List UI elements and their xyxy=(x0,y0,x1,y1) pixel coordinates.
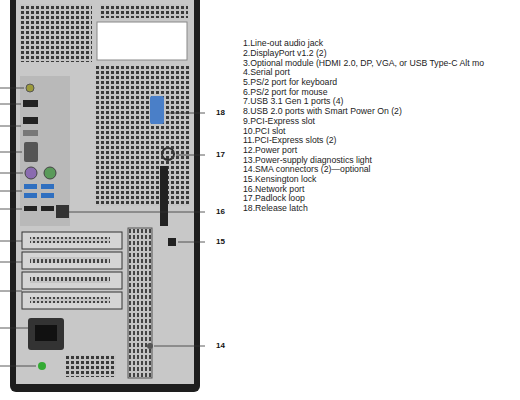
sma-connector xyxy=(147,343,153,349)
side-hardware xyxy=(162,148,174,160)
legend-item: 6.PS/2 port for mouse xyxy=(243,88,328,98)
expansion-slots xyxy=(30,237,110,243)
legend-item: 14.SMA connectors (2)—optional xyxy=(243,165,370,175)
callout-number: 17 xyxy=(216,151,225,160)
power-supply xyxy=(38,362,46,370)
legend-item: 15.Kensington lock xyxy=(243,175,316,185)
fan-grille xyxy=(96,66,190,206)
leader-line xyxy=(0,88,205,366)
expansion-slots xyxy=(30,257,110,263)
leader-line xyxy=(178,242,205,243)
port-panel xyxy=(24,142,38,162)
fan-grille xyxy=(96,66,190,206)
chassis xyxy=(16,0,194,384)
top-vents xyxy=(20,4,188,62)
top-vents xyxy=(97,22,187,60)
leader-line xyxy=(0,104,21,105)
side-hardware xyxy=(150,96,176,246)
port-panel xyxy=(41,184,54,189)
legend-item: 7.USB 3.1 Gen 1 ports (4) xyxy=(243,97,343,107)
port-panel xyxy=(24,193,37,198)
power-supply xyxy=(28,318,116,377)
leader-line xyxy=(176,155,205,156)
port-panel xyxy=(25,167,37,179)
legend-item: 8.USB 2.0 ports with Smart Power On (2) xyxy=(243,107,402,117)
legend-item: 10.PCI slot xyxy=(243,127,286,137)
port-panel xyxy=(44,167,56,179)
expansion-slots xyxy=(22,228,152,378)
legend-item: 3.Optional module (HDMI 2.0, DP, VGA, or… xyxy=(243,59,484,69)
port-panel xyxy=(24,184,37,189)
callout-number: 14 xyxy=(216,342,225,351)
expansion-slots xyxy=(22,232,122,249)
leader-line xyxy=(0,241,22,242)
expansion-slots xyxy=(30,297,110,303)
power-supply xyxy=(66,355,116,377)
expansion-slots xyxy=(22,272,122,289)
callout-number: 15 xyxy=(216,238,225,247)
leader-line xyxy=(166,113,205,114)
legend-item: 18.Release latch xyxy=(243,204,308,214)
port-panel xyxy=(23,117,38,124)
leader-line xyxy=(0,126,21,127)
side-hardware xyxy=(160,166,168,226)
leader-line xyxy=(0,262,22,263)
port-panel xyxy=(20,76,70,226)
port-panel xyxy=(23,100,38,107)
leader-line xyxy=(0,152,22,153)
leader-line xyxy=(0,291,22,292)
side-hardware xyxy=(168,238,176,246)
leader-line xyxy=(0,88,24,89)
legend-item: 2.DisplayPort v1.2 (2) xyxy=(243,49,327,59)
side-hardware xyxy=(150,96,164,124)
legend-item: 4.Serial port xyxy=(243,68,290,78)
legend-item: 11.PCI-Express slots (2) xyxy=(243,136,337,146)
leader-line xyxy=(66,212,205,213)
callout-number: 18 xyxy=(216,109,225,118)
top-vents xyxy=(100,4,188,18)
port-panel xyxy=(26,84,34,92)
legend-item: 12.Power port xyxy=(243,146,297,156)
leader-line xyxy=(0,173,23,174)
leader-line xyxy=(0,191,22,192)
chassis xyxy=(10,0,200,392)
port-panel xyxy=(41,193,54,198)
expansion-slots xyxy=(128,228,152,378)
power-supply xyxy=(35,325,57,341)
port-panel xyxy=(23,130,38,136)
sma-connector xyxy=(147,343,153,349)
callout-number: 16 xyxy=(216,208,225,217)
expansion-slots xyxy=(30,277,110,283)
expansion-slots xyxy=(22,292,122,309)
legend-item: 17.Padlock loop xyxy=(243,194,305,204)
port-panel xyxy=(24,206,37,211)
chassis xyxy=(10,0,200,392)
legend-item: 5.PS/2 port for keyboard xyxy=(243,78,337,88)
leader-line xyxy=(0,209,22,210)
power-supply xyxy=(28,318,64,350)
legend-item: 16.Network port xyxy=(243,185,304,195)
legend-item: 1.Line-out audio jack xyxy=(243,39,323,49)
port-panel xyxy=(56,205,69,218)
expansion-slots xyxy=(22,252,122,269)
leader-line xyxy=(0,366,36,367)
top-vents xyxy=(20,4,92,62)
legend-item: 9.PCI-Express slot xyxy=(243,117,315,127)
leader-line xyxy=(154,346,205,347)
leader-line xyxy=(0,328,28,329)
port-panel xyxy=(20,76,70,226)
port-panel xyxy=(41,206,54,211)
legend-item: 13.Power-supply diagnostics light xyxy=(243,156,372,166)
